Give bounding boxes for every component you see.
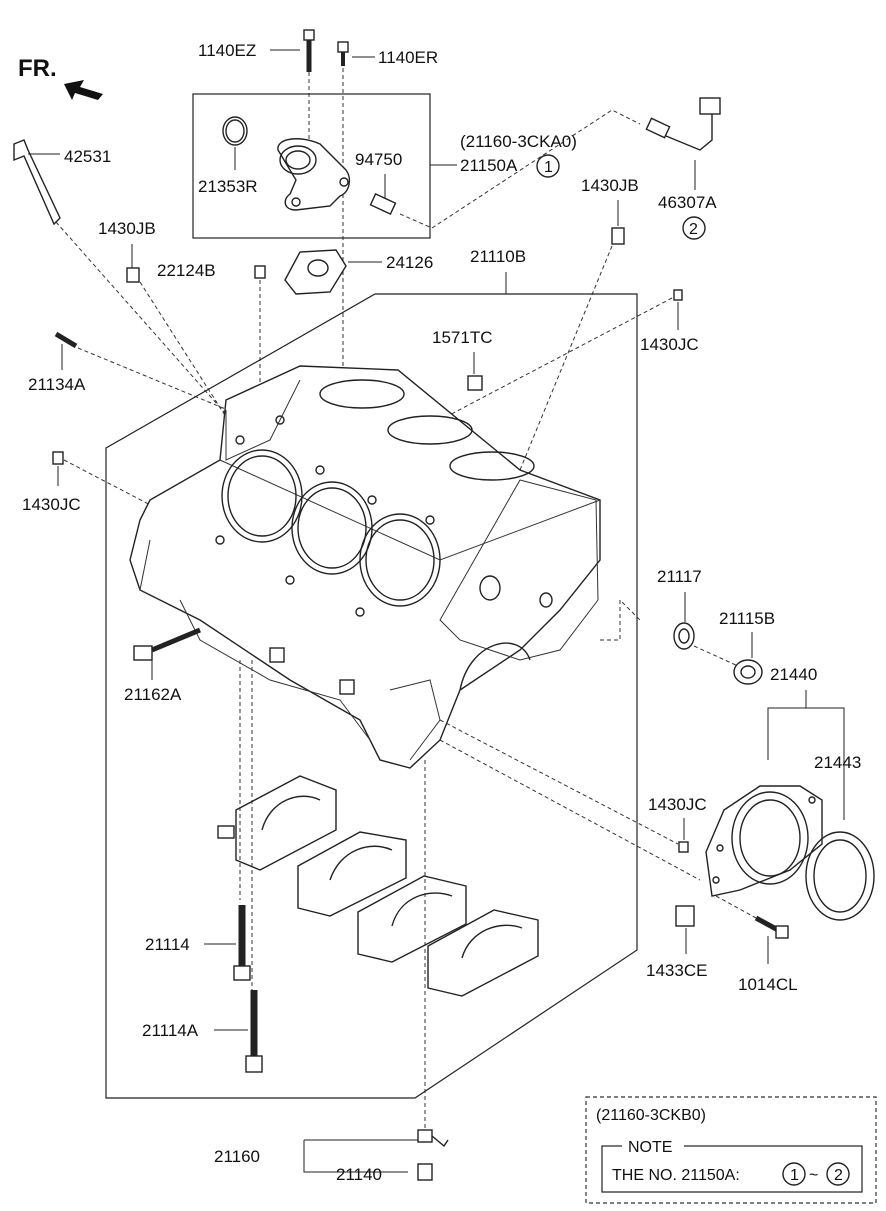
label-1014cl: 1014CL bbox=[738, 975, 798, 994]
oil-seal-21443-icon bbox=[805, 831, 875, 921]
label-46307a: 46307A bbox=[658, 193, 717, 212]
o-ring-21353r-icon bbox=[222, 116, 248, 146]
bolt-1140ez-icon bbox=[303, 29, 315, 150]
temp-sensor-94750-icon bbox=[369, 174, 397, 216]
plug-1571tc-icon bbox=[467, 375, 483, 391]
drain-valve-21160-icon bbox=[417, 1129, 449, 1148]
knock-sensor-46307a-icon bbox=[645, 97, 721, 151]
rear-seal-housing-21440-icon bbox=[705, 785, 823, 897]
note-circle-2-icon bbox=[826, 1162, 850, 1186]
label-21114: 21114 bbox=[145, 935, 190, 954]
label-24126: 24126 bbox=[386, 253, 433, 272]
label-94750: 94750 bbox=[355, 150, 402, 169]
note-circle-2-label: 2 bbox=[834, 1167, 843, 1184]
dowel-1430jc-mid-icon bbox=[678, 841, 689, 853]
oil-dipstick-icon bbox=[13, 139, 241, 431]
circle-2-icon bbox=[682, 216, 706, 240]
label-1430jc-left: 1430JC bbox=[22, 495, 81, 514]
circle-2-label: 2 bbox=[689, 221, 698, 238]
bolt-1014cl-icon bbox=[754, 915, 789, 939]
dowel-pin-1430jb-left-icon bbox=[126, 267, 140, 283]
gasket-24126-icon bbox=[284, 249, 347, 295]
washer-21117-icon bbox=[673, 622, 695, 650]
label-21150a: 21150A bbox=[460, 156, 518, 175]
note-title: NOTE bbox=[628, 1139, 672, 1156]
circle-1-icon bbox=[536, 154, 560, 178]
water-outlet-group-box bbox=[192, 93, 431, 239]
label-21353r: 21353R bbox=[198, 177, 258, 196]
bolt-21114a-icon bbox=[245, 990, 263, 1073]
note-inner-box bbox=[601, 1145, 863, 1193]
label-21134a: 21134A bbox=[28, 375, 86, 394]
label-1430jc-topright: 1430JC bbox=[640, 335, 699, 354]
cylinder-block-icon bbox=[129, 365, 601, 769]
dowel-1433ce-icon bbox=[675, 905, 695, 927]
label-22124b: 22124B bbox=[157, 261, 216, 280]
label-1430jc-mid: 1430JC bbox=[648, 795, 707, 814]
label-21440: 21440 bbox=[770, 665, 817, 684]
note-circle-1-icon bbox=[782, 1162, 806, 1186]
circle-1-label: 1 bbox=[544, 159, 553, 176]
bolt-21114-icon bbox=[233, 905, 251, 981]
label-42531: 42531 bbox=[64, 147, 111, 166]
plug-21115b-icon bbox=[733, 659, 763, 685]
stud-21134a-icon bbox=[54, 331, 229, 411]
label-21160: 21160 bbox=[214, 1147, 260, 1166]
note-title-bg bbox=[622, 1138, 684, 1154]
note-header: (21160-3CKB0) bbox=[596, 1107, 706, 1124]
note-circle-1-label: 1 bbox=[790, 1167, 799, 1184]
main-bearing-caps-icon bbox=[217, 775, 539, 997]
bolt-1140er-icon bbox=[337, 41, 349, 370]
note-tilde: ~ bbox=[809, 1167, 818, 1184]
label-1430jb-right: 1430JB bbox=[581, 176, 639, 195]
label-21162a: 21162A bbox=[124, 685, 182, 704]
front-direction-label: FR. bbox=[18, 55, 57, 82]
front-arrow-icon bbox=[64, 80, 103, 100]
label-21114a: 21114A bbox=[142, 1021, 199, 1040]
bolt-21162a-icon bbox=[133, 627, 201, 661]
cylinder-block-group-box bbox=[105, 293, 638, 1099]
dowel-1430jc-left-icon bbox=[52, 451, 64, 465]
dowel-22124b-icon bbox=[254, 265, 266, 279]
dowel-1430jc-topright-icon bbox=[673, 289, 683, 301]
plug-21140-icon bbox=[417, 1163, 433, 1181]
label-1140er: 1140ER bbox=[378, 48, 438, 67]
label-1430jb-left: 1430JB bbox=[98, 219, 156, 238]
label-21443: 21443 bbox=[814, 753, 861, 772]
label-21115b: 21115B bbox=[719, 609, 775, 628]
label-21140: 21140 bbox=[336, 1165, 382, 1184]
label-1433ce: 1433CE bbox=[646, 961, 707, 980]
water-outlet-fitting-icon bbox=[277, 138, 351, 211]
label-1140ez: 1140EZ bbox=[198, 41, 256, 60]
label-1571tc: 1571TC bbox=[432, 328, 492, 347]
label-21160-3cka0: (21160-3CKA0) bbox=[460, 132, 577, 151]
label-21110b: 21110B bbox=[470, 247, 526, 266]
dowel-pin-1430jb-right-icon bbox=[611, 227, 625, 245]
note-outer-box bbox=[585, 1096, 877, 1204]
label-21117: 21117 bbox=[657, 567, 702, 586]
note-text: THE NO. 21150A: bbox=[612, 1167, 740, 1184]
